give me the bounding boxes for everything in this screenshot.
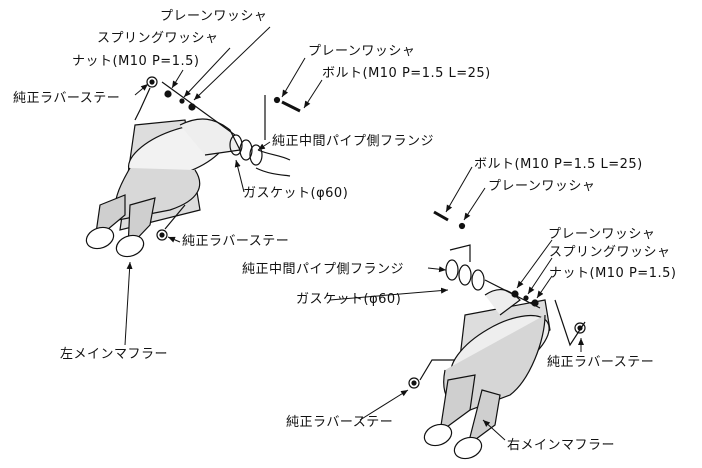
left-muffler xyxy=(85,76,301,258)
label-right-rubber-stay-right: 純正ラバーステー xyxy=(547,355,655,370)
label-right-nut: ナット(M10 P=1.5) xyxy=(549,266,677,281)
label-left-rubber-stay-top: 純正ラバーステー xyxy=(13,91,121,106)
label-left-nut: ナット(M10 P=1.5) xyxy=(72,54,200,69)
label-right-bolt: ボルト(M10 P=1.5 L=25) xyxy=(474,157,643,172)
label-left-plain-washer: プレーンワッシャ xyxy=(160,9,268,24)
right-muffler xyxy=(408,210,586,460)
label-left-bolt: ボルト(M10 P=1.5 L=25) xyxy=(322,66,491,81)
label-left-gasket: ガスケット(φ60) xyxy=(243,186,349,201)
label-right-muffler: 右メインマフラー xyxy=(507,438,616,453)
label-right-rubber-stay-left: 純正ラバーステー xyxy=(286,415,394,430)
label-left-bolt-washer: プレーンワッシャ xyxy=(308,44,416,59)
label-right-bolt-washer: プレーンワッシャ xyxy=(488,179,596,194)
label-right-plain-washer: プレーンワッシャ xyxy=(548,227,656,242)
leader-lines xyxy=(124,26,584,441)
label-right-spring-washer: スプリングワッシャ xyxy=(549,245,671,260)
label-right-gasket: ガスケット(φ60) xyxy=(296,292,402,307)
label-left-rubber-stay-bottom: 純正ラバーステー xyxy=(182,234,290,249)
label-left-flange: 純正中間パイプ側フランジ xyxy=(272,134,435,149)
label-right-flange: 純正中間パイプ側フランジ xyxy=(242,262,405,277)
label-left-spring-washer: スプリングワッシャ xyxy=(97,31,219,46)
label-left-muffler: 左メインマフラー xyxy=(60,347,169,362)
